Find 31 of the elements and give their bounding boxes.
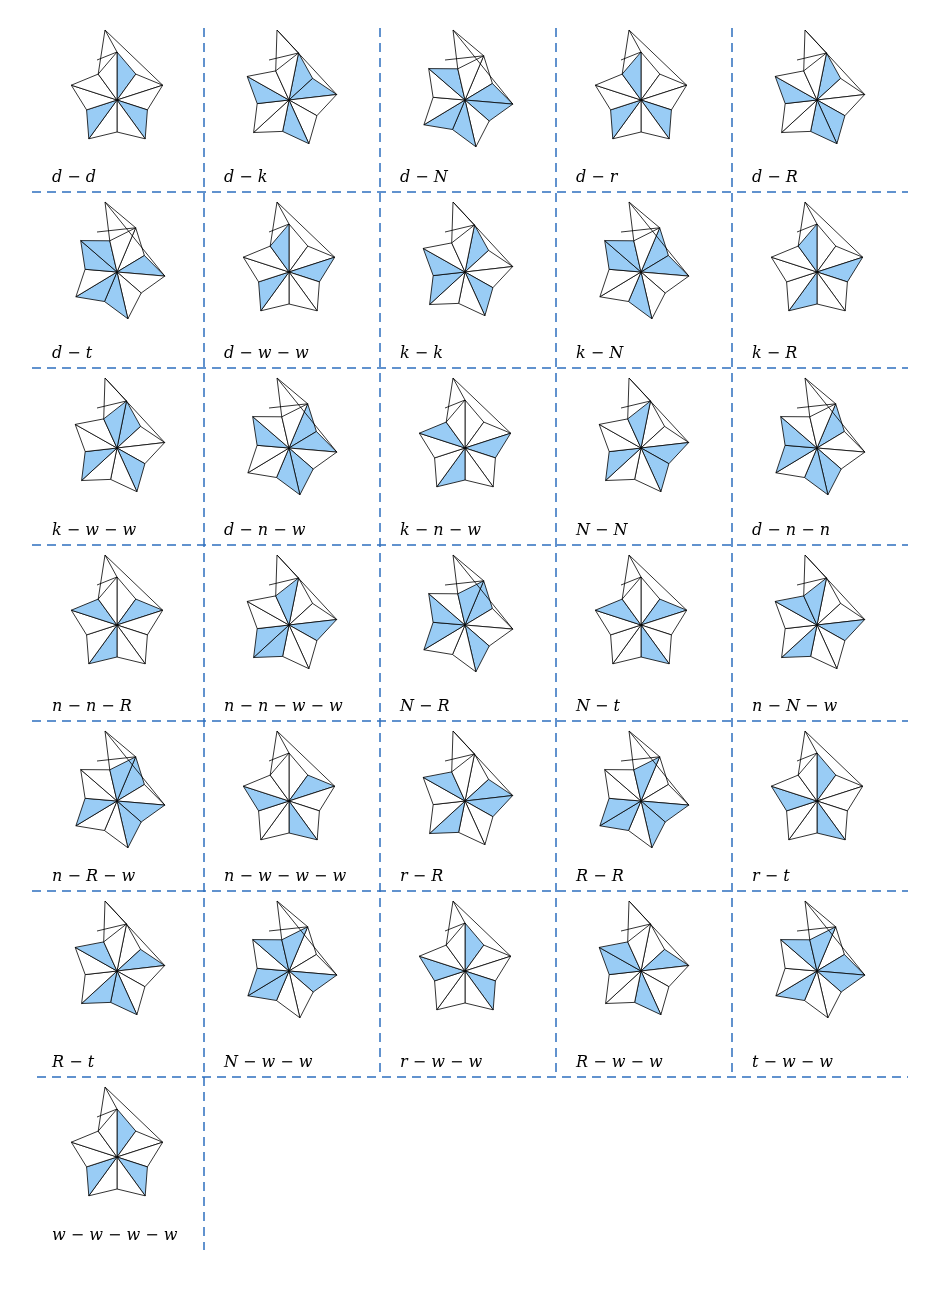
pattern-label: d − n − n — [752, 519, 830, 541]
pattern-label: d − k — [224, 166, 268, 188]
pattern-label: k − N — [576, 342, 624, 364]
pattern-label: n − w − w − w — [224, 865, 347, 887]
pattern-label: N − w − w — [224, 1051, 313, 1073]
pattern-label: d − t — [52, 342, 93, 364]
pattern-label: n − N − w — [752, 695, 838, 717]
pattern-label: n − n − w − w — [224, 695, 343, 717]
pattern-label: r − t — [752, 865, 790, 887]
pattern-label: n − R − w — [52, 865, 136, 887]
pattern-label: N − t — [576, 695, 620, 717]
pattern-label: k − k — [400, 342, 443, 364]
pattern-label: R − R — [576, 865, 624, 887]
pattern-label: d − R — [752, 166, 798, 188]
pattern-label: w − w − w − w — [52, 1224, 178, 1246]
pattern-label: k − R — [752, 342, 798, 364]
pattern-label: N − N — [576, 519, 628, 541]
pattern-label: n − n − R — [52, 695, 132, 717]
pattern-label: r − w − w — [400, 1051, 483, 1073]
pattern-label: t − w − w — [752, 1051, 833, 1073]
pattern-label: d − w − w — [224, 342, 309, 364]
pattern-label: d − r — [576, 166, 618, 188]
pattern-label: d − N — [400, 166, 448, 188]
pattern-label: N − R — [400, 695, 450, 717]
pattern-label: r − R — [400, 865, 444, 887]
pattern-label: d − n − w — [224, 519, 306, 541]
pattern-label: R − t — [52, 1051, 95, 1073]
pattern-label: k − w − w — [52, 519, 137, 541]
pattern-label: R − w − w — [576, 1051, 663, 1073]
pattern-label: d − d — [52, 166, 97, 188]
pattern-label: k − n − w — [400, 519, 481, 541]
